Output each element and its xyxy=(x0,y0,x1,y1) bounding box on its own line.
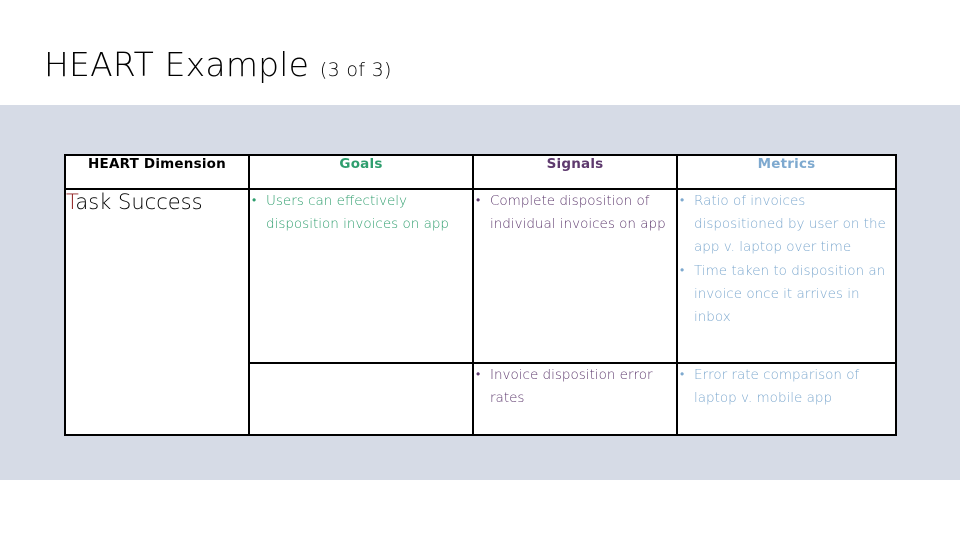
list-item: Ratio of invoices dispositioned by user … xyxy=(678,190,895,260)
dimension-accent-letter: T xyxy=(66,190,76,214)
page-title-main: HEART Example xyxy=(44,45,320,84)
cell-metrics-row1: Ratio of invoices dispositioned by user … xyxy=(676,188,897,364)
column-header-signals: Signals xyxy=(472,154,678,190)
column-header-heart-dimension: HEART Dimension xyxy=(64,154,250,190)
column-header-goals: Goals xyxy=(248,154,474,190)
list-item: Complete disposition of individual invoi… xyxy=(474,190,676,236)
list-item: Error rate comparison of laptop v. mobil… xyxy=(678,364,895,410)
cell-heart-dimension: Task Success xyxy=(64,188,250,436)
cell-signals-row2: Invoice disposition error rates xyxy=(472,361,678,437)
table-row: Invoice disposition error rates Error ra… xyxy=(65,361,897,437)
dimension-label-rest: ask Success xyxy=(75,190,203,214)
table-header-row: HEART Dimension Goals Signals Metrics xyxy=(64,154,897,190)
metrics-list-row1: Ratio of invoices dispositioned by user … xyxy=(678,190,895,329)
list-item: Invoice disposition error rates xyxy=(474,364,676,410)
dimension-label: Task Success xyxy=(66,190,248,215)
table-row: Task Success Users can effectively dispo… xyxy=(64,188,897,436)
list-item: Time taken to disposition an invoice onc… xyxy=(678,260,895,330)
list-item: Users can effectively disposition invoic… xyxy=(250,190,472,236)
column-header-metrics: Metrics xyxy=(676,154,897,190)
metrics-list-row2: Error rate comparison of laptop v. mobil… xyxy=(678,364,895,410)
cell-signals-row1: Complete disposition of individual invoi… xyxy=(472,188,678,364)
cell-metrics-row2: Error rate comparison of laptop v. mobil… xyxy=(676,361,897,437)
signals-list-row2: Invoice disposition error rates xyxy=(474,364,676,410)
page-title-subtitle: (3 of 3) xyxy=(319,59,392,81)
goals-list-row1: Users can effectively disposition invoic… xyxy=(250,190,472,236)
signals-list-row1: Complete disposition of individual invoi… xyxy=(474,190,676,236)
heart-framework-table: HEART Dimension Goals Signals Metrics Ta… xyxy=(64,154,897,437)
page-title: HEART Example (3 of 3) xyxy=(44,48,392,81)
cell-goals-row1: Users can effectively disposition invoic… xyxy=(248,188,474,364)
cell-goals-row2 xyxy=(248,361,474,437)
